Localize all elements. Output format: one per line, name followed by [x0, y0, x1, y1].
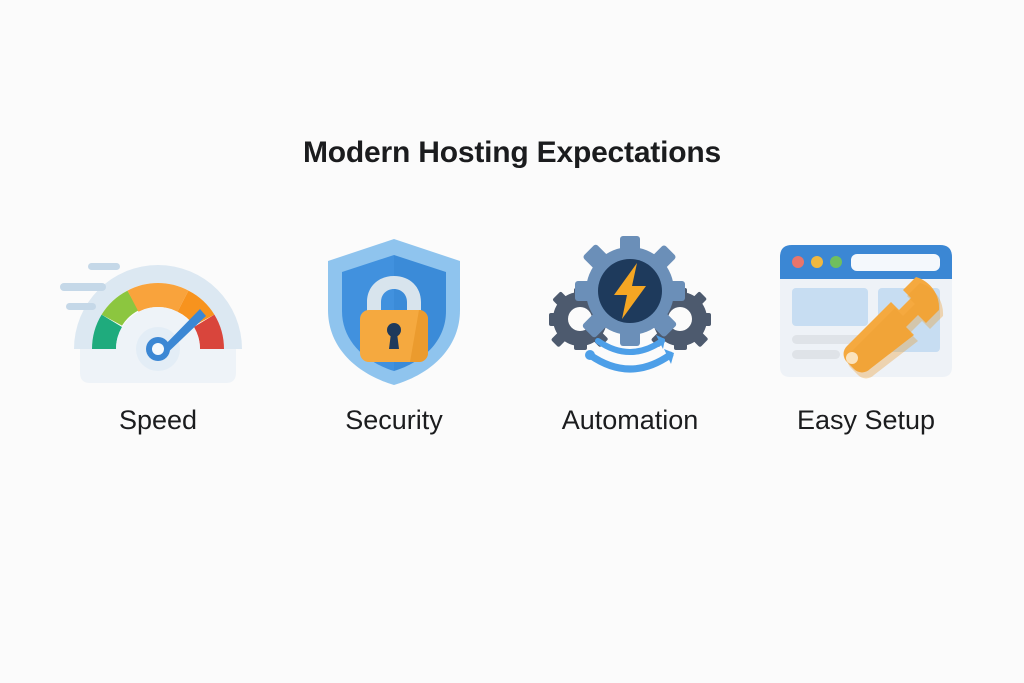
window-dot-green	[830, 256, 842, 268]
feature-label-easy-setup: Easy Setup	[796, 405, 936, 435]
browser-wrench-icon	[766, 232, 966, 392]
feature-card-security: Security	[276, 232, 512, 436]
feature-label-speed: Speed	[118, 405, 198, 435]
gears-lightning-icon	[530, 232, 730, 392]
page-title: Modern Hosting Expectations	[303, 136, 721, 169]
feature-card-list: Speed	[40, 232, 984, 436]
shield-lock-icon	[294, 232, 494, 392]
speedometer-icon	[58, 232, 258, 392]
feature-card-speed: Speed	[40, 232, 276, 436]
feature-card-automation: Automation	[512, 232, 748, 436]
feature-label-automation: Automation	[561, 405, 699, 435]
feature-label-security: Security	[345, 405, 443, 435]
window-dot-yellow	[811, 256, 823, 268]
window-dot-red	[792, 256, 804, 268]
feature-card-easy-setup: Easy Setup	[748, 232, 984, 436]
